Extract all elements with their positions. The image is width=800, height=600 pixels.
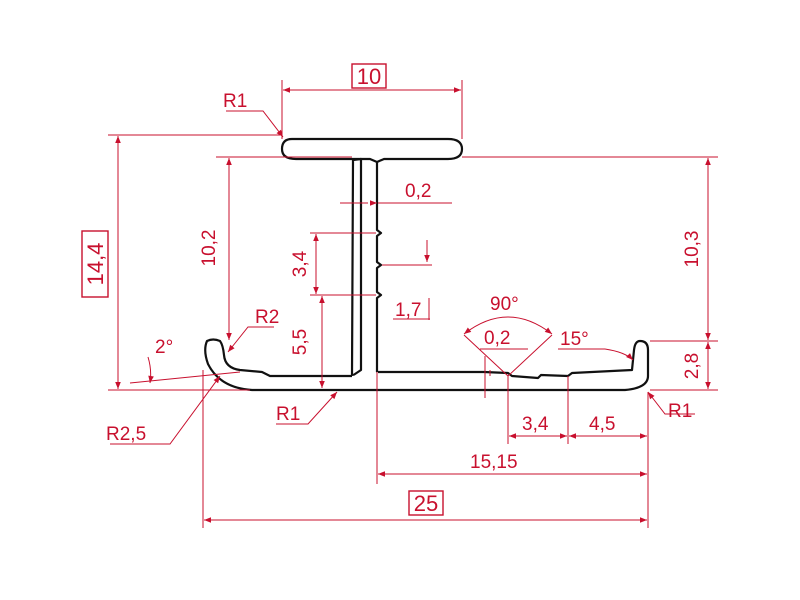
dim-slot-depth: 1,7 bbox=[395, 300, 421, 321]
dim-left-lip-radius: R2 bbox=[255, 307, 279, 328]
dim-left-outer-radius: R2,5 bbox=[106, 424, 146, 445]
dim-lower-height: 5,5 bbox=[290, 329, 311, 355]
dim-left-web-height: 10,2 bbox=[199, 230, 220, 267]
dim-right-height: 10,3 bbox=[682, 231, 703, 268]
dimension-lines bbox=[108, 80, 718, 528]
dim-slot-pitch: 3,4 bbox=[290, 250, 311, 277]
dim-slot-gap: 0,2 bbox=[405, 181, 431, 202]
dim-lip-angle: 15° bbox=[560, 329, 589, 350]
dim-lip-height: 2,8 bbox=[682, 353, 703, 379]
dim-groove-spacing: 3,4 bbox=[522, 414, 549, 435]
dim-bottom-left-radius: R1 bbox=[276, 404, 300, 425]
dim-total-height-box bbox=[81, 230, 109, 298]
dim-groove-gap: 0,2 bbox=[484, 328, 510, 349]
dim-total-height: 14,4 bbox=[83, 243, 108, 286]
dim-right-width: 15,15 bbox=[470, 452, 518, 473]
dimension-labels: 10 R1 14,4 10,2 0,2 3,4 1,7 5,5 R2 2° R2… bbox=[81, 63, 703, 516]
dim-left-angle: 2° bbox=[155, 337, 173, 358]
dim-groove-to-end: 4,5 bbox=[589, 414, 615, 435]
dim-bottom-right-radius: R1 bbox=[668, 401, 692, 422]
dim-top-width-box bbox=[351, 63, 387, 89]
dim-groove-angle: 90° bbox=[490, 294, 519, 315]
central-web bbox=[350, 157, 363, 378]
dim-top-radius: R1 bbox=[223, 91, 247, 112]
dim-top-width: 10 bbox=[357, 64, 381, 89]
top-flange bbox=[280, 137, 464, 164]
right-web bbox=[375, 162, 383, 374]
dim-total-width: 25 bbox=[414, 491, 438, 516]
aluminium-profile bbox=[204, 137, 650, 392]
dim-total-width-box bbox=[408, 490, 444, 516]
